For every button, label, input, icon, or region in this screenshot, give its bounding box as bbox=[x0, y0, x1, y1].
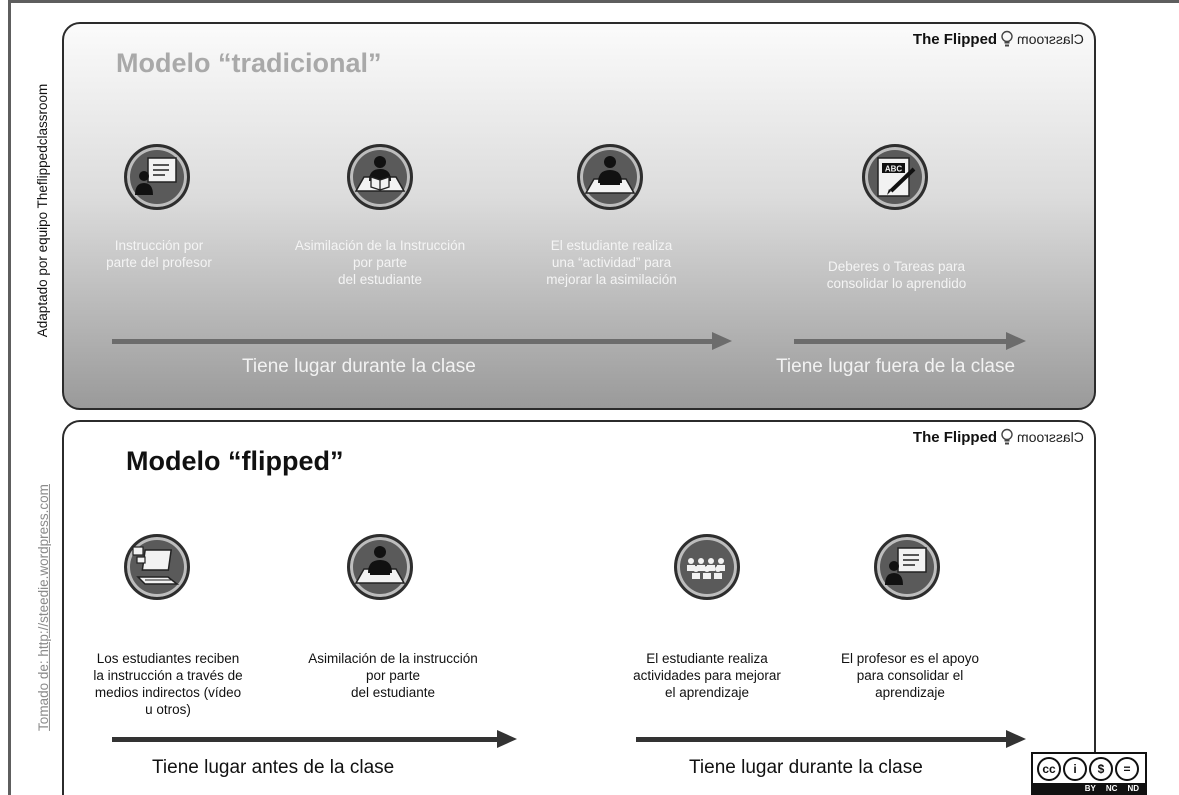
lightbulb-icon bbox=[1001, 428, 1013, 445]
phase-during-class: Tiene lugar durante la clase bbox=[242, 356, 476, 377]
phase-outside-class: Tiene lugar fuera de la clase bbox=[776, 356, 1016, 377]
brand-logo: The Flipped Classroom bbox=[913, 30, 1084, 48]
flipped-title: Modelo “flipped” bbox=[126, 446, 344, 476]
outside-class-arrow bbox=[794, 332, 1026, 350]
student-desk-icon bbox=[577, 144, 643, 210]
frame-left-border bbox=[8, 0, 11, 795]
credit-text: Adaptado por equipo Theflippedclassroom bbox=[35, 83, 51, 337]
attribution-icon: i bbox=[1063, 757, 1087, 781]
lightbulb-icon bbox=[1001, 30, 1013, 47]
brand-text: The Flipped bbox=[912, 30, 998, 48]
noncommercial-icon: $ bbox=[1089, 757, 1113, 781]
teacher-board-icon bbox=[124, 144, 190, 210]
laptop-video-icon bbox=[124, 534, 190, 600]
traditional-model-panel: The Flipped Classroom Modelo “tradiciona… bbox=[62, 22, 1096, 410]
traditional-step-4-text: Deberes o Tareas para consolidar lo apre… bbox=[826, 259, 967, 291]
brand-text: The Flipped bbox=[912, 428, 998, 446]
before-class-arrow bbox=[112, 730, 517, 748]
during-class-arrow bbox=[636, 730, 1026, 748]
phase-before-class: Tiene lugar antes de la clase bbox=[152, 757, 395, 778]
source-link[interactable]: Tomado de: http://steedie.wordpress.com bbox=[35, 484, 51, 731]
creative-commons-badge[interactable]: cc i $ = BY NC ND bbox=[1031, 752, 1147, 795]
flipped-step-1-text: Los estudiantes reciben la instrucción a… bbox=[93, 651, 243, 717]
flipped-step-4-text: El profesor es el apoyo para consolidar … bbox=[840, 651, 980, 700]
cc-icon: cc bbox=[1037, 757, 1061, 781]
noderivatives-icon: = bbox=[1115, 757, 1139, 781]
cc-symbols: cc i $ = bbox=[1033, 754, 1145, 781]
during-class-arrow bbox=[112, 332, 732, 350]
flipped-step-2-text: Asimilación de la instrucción por parte … bbox=[308, 651, 478, 700]
flipped-step-3-text: El estudiante realiza actividades para m… bbox=[633, 651, 781, 700]
homework-abc-icon: ABC bbox=[862, 144, 928, 210]
traditional-step-2-text: Asimilación de la Instrucción por parte … bbox=[294, 238, 466, 287]
cc-labels: BY NC ND bbox=[1033, 783, 1145, 794]
brand-mirrored-text: Classroom bbox=[1017, 31, 1084, 47]
cc-label-by: BY bbox=[1084, 784, 1096, 793]
frame-top-border bbox=[8, 0, 1179, 8]
cc-label-nc: NC bbox=[1105, 784, 1118, 793]
svg-text:ABC: ABC bbox=[885, 165, 903, 174]
cc-label-nd: ND bbox=[1127, 784, 1139, 793]
traditional-step-3-text: El estudiante realiza una “actividad” pa… bbox=[546, 238, 677, 287]
student-reading-icon bbox=[347, 144, 413, 210]
brand-mirrored-text: Classroom bbox=[1017, 429, 1084, 445]
traditional-step-1-text: Instrucción por parte del profesor bbox=[106, 238, 212, 270]
teacher-board-icon bbox=[874, 534, 940, 600]
phase-during-class: Tiene lugar durante la clase bbox=[689, 757, 923, 778]
brand-logo: The Flipped Classroom bbox=[913, 428, 1084, 446]
flipped-model-panel: The Flipped Classroom Modelo “flipped” L… bbox=[62, 420, 1096, 795]
group-students-icon bbox=[674, 534, 740, 600]
traditional-title: Modelo “tradicional” bbox=[116, 48, 382, 78]
student-desk-icon bbox=[347, 534, 413, 600]
